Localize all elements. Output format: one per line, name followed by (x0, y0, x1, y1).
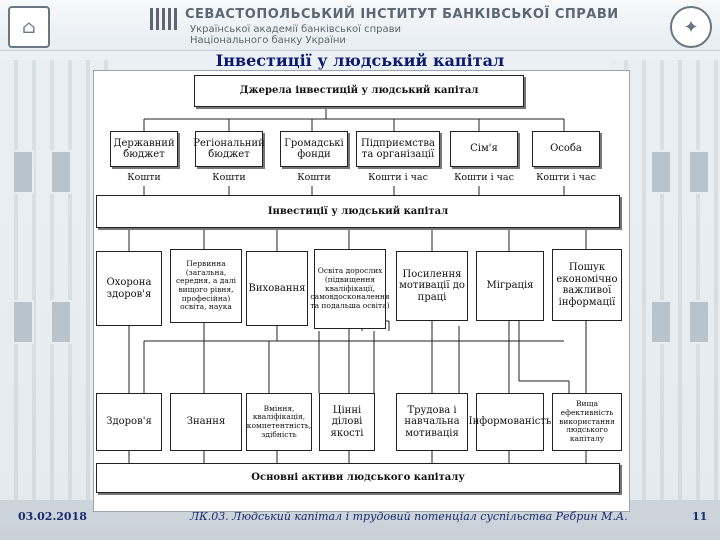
background-window (12, 150, 34, 194)
resource-label: Кошти (297, 172, 331, 183)
investment-main-box: Інвестиції у людський капітал (96, 195, 620, 228)
assets-bottom-box: Основні активи людського капіталу (96, 463, 620, 493)
background-window (650, 300, 672, 344)
background-window (688, 300, 710, 344)
resource-label: Кошти і час (454, 172, 514, 183)
source-enterprises: Підприємства та організації (356, 131, 440, 167)
resource-label: Кошти і час (368, 172, 428, 183)
resource-label: Кошти і час (536, 172, 596, 183)
institute-logo-icon: ⌂ (8, 6, 50, 48)
source-person: Особа (532, 131, 600, 167)
direction-info-search: Пошук економічно важливої інформації (552, 249, 622, 321)
source-state-budget: Державний бюджет (110, 131, 178, 167)
direction-education: Первинна (загальна, середня, а далі вищо… (170, 249, 242, 323)
diagram-connectors (128, 107, 587, 463)
background-window (50, 150, 72, 194)
direction-adult-education: Освіта дорослих (підвищення кваліфікації… (310, 249, 390, 329)
resource-label: Кошти (127, 172, 161, 183)
result-health: Здоров'я (96, 393, 162, 451)
header-academy-name: Української академії банківської справи (190, 24, 402, 35)
slide-title: Інвестиції у людський капітал (215, 51, 505, 70)
sources-header-box: Джерела інвестицій у людський капітал (194, 75, 524, 107)
background-window (50, 300, 72, 344)
investment-diagram: Джерела інвестицій у людський капітал Де… (93, 70, 630, 512)
source-regional-budget: Регіональний бюджет (193, 131, 265, 167)
background-window (12, 300, 34, 344)
header-bank-name: Національного банку України (190, 35, 346, 46)
result-awareness: Інформованість (469, 393, 551, 451)
result-work-motivation: Трудова і навчальна мотивація (396, 393, 468, 451)
result-skills: Вміння, кваліфікація, компетентність, зд… (246, 393, 312, 451)
direction-upbringing: Виховання (246, 251, 308, 326)
direction-health-care: Охорона здоров'я (96, 251, 162, 326)
result-knowledge: Знання (170, 393, 242, 451)
slide-date: 03.02.2018 (18, 510, 87, 523)
direction-migration: Міграція (476, 251, 544, 321)
background-window (650, 150, 672, 194)
source-public-funds: Громадські фонди (280, 131, 348, 167)
direction-motivation: Посилення мотивації до праці (396, 251, 468, 321)
slide-header: ⌂ СЕВАСТОПОЛЬСЬКИЙ ІНСТИТУТ БАНКІВСЬКОЇ … (0, 0, 720, 51)
resource-label: Кошти (212, 172, 246, 183)
result-business-qualities: Цінні ділові якості (319, 393, 375, 451)
background-window (688, 150, 710, 194)
source-family: Сім'я (450, 131, 518, 167)
result-efficiency: Вища ефективність використання людського… (552, 393, 622, 451)
slide-footer-text: ЛК.03. Людський капітал і трудовий потен… (190, 510, 628, 523)
background-building-left (0, 60, 110, 500)
header-institute-name: СЕВАСТОПОЛЬСЬКИЙ ІНСТИТУТ БАНКІВСЬКОЇ СП… (185, 7, 619, 22)
bank-emblem-icon: ✦ (670, 6, 712, 48)
slide-number: 11 (692, 510, 708, 523)
bank-mark-icon (150, 8, 178, 30)
